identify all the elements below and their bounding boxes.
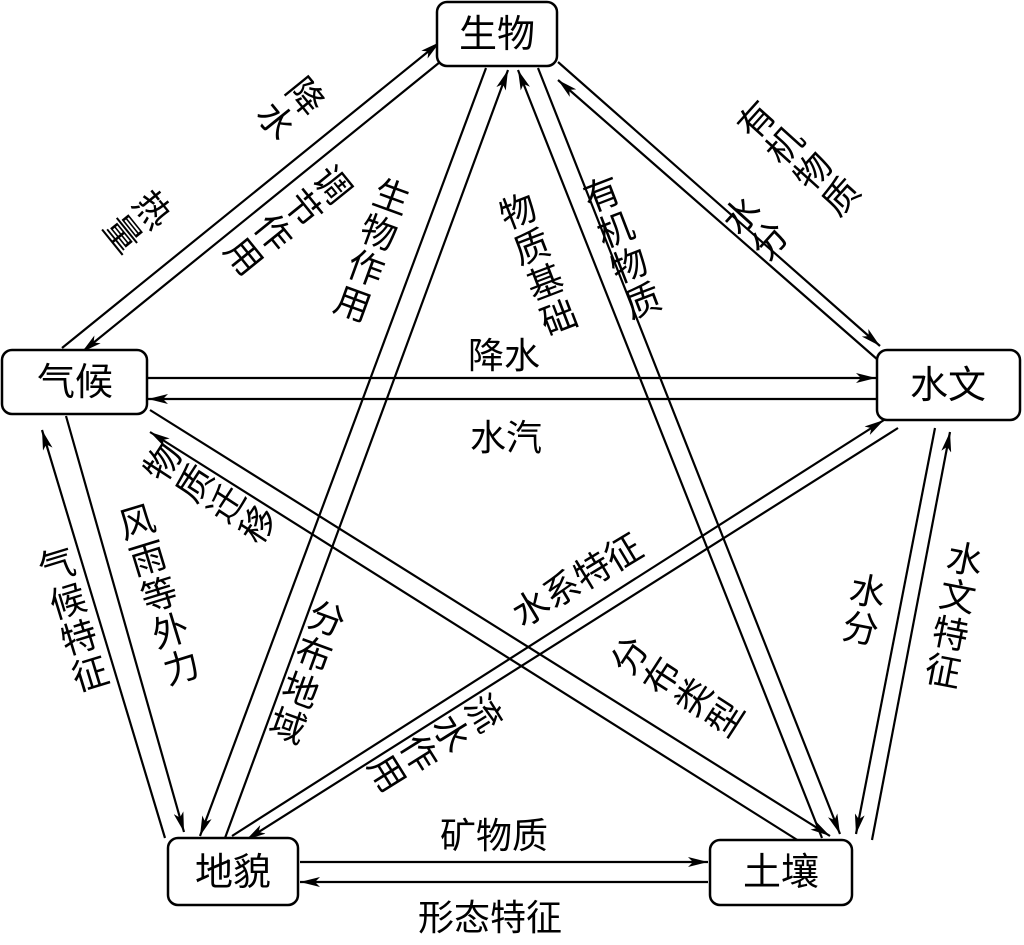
node-biology: 生物 [435, 0, 559, 68]
arrow-landform-to-hydrology [231, 419, 885, 837]
arrow-soil-to-hydrology [870, 431, 952, 841]
arrow-hydrology-to-biology [557, 79, 879, 361]
arrow-soil-to-climate [149, 431, 811, 849]
arrow-climate-to-landform [64, 415, 186, 833]
arrow-biology-to-soil [536, 67, 842, 835]
label-distribution-area: 分布地域 [259, 593, 350, 750]
arrow-hydrology-to-soil [854, 427, 937, 835]
connections [40, 41, 952, 887]
node-landform: 地貌 [166, 836, 300, 907]
label-material-basis: 物质基础 [489, 187, 582, 344]
label-moisture-lower: 水分 [833, 568, 888, 650]
arrow-climate-to-biology [61, 41, 441, 349]
labels: 降水 热量 调节作用 生物作用 分布地域 物质基础 有机物质 有机物质 水分 降… [28, 66, 985, 939]
node-climate-label: 气候 [37, 360, 113, 404]
arrow-hydrology-to-landform [245, 427, 899, 841]
node-hydrology: 水文 [875, 348, 1022, 422]
node-climate: 气候 [0, 348, 149, 416]
arrow-landform-to-climate [40, 429, 167, 839]
node-soil-label: 土壤 [743, 850, 819, 894]
node-hydrology-label: 水文 [910, 363, 986, 407]
arrow-soil-to-biology [516, 69, 824, 839]
label-water-vapor: 水汽 [470, 418, 542, 459]
label-heat: 热量 [93, 179, 178, 259]
label-precipitation-horizontal: 降水 [468, 336, 540, 377]
arrow-biology-to-climate [81, 61, 441, 353]
label-minerals: 矿物质 [440, 816, 548, 857]
label-precipitation: 降水 [246, 66, 331, 146]
arrow-biology-to-landform [198, 67, 488, 837]
arrow-climate-to-soil [149, 409, 831, 837]
node-biology-label: 生物 [459, 12, 535, 56]
node-soil: 土壤 [708, 838, 854, 907]
arrow-landform-to-biology [223, 69, 510, 839]
label-regulation: 调节作用 [214, 154, 358, 282]
arrow-biology-to-hydrology [557, 61, 881, 347]
label-morphology-features: 形态特征 [418, 898, 562, 939]
label-wind-rain-forces: 风雨等外力 [108, 499, 203, 693]
label-water-system-features: 水系特征 [506, 526, 651, 635]
node-landform-label: 地貌 [195, 850, 271, 894]
label-organic-matter-soil: 有机物质 [573, 171, 666, 328]
